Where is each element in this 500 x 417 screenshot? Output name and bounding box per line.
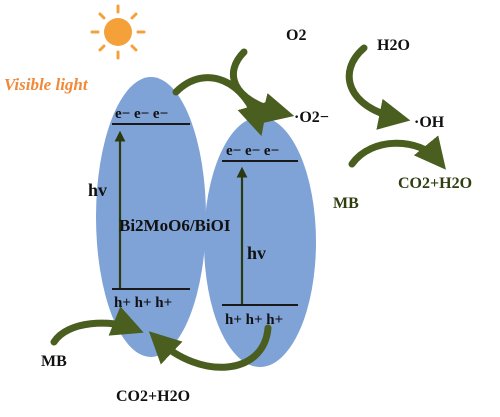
bi2moo6-band-ellipse bbox=[96, 77, 206, 357]
curved-arrow-icon bbox=[345, 44, 411, 130]
hydroxyl-label: ·OH bbox=[414, 114, 445, 131]
curved-arrow-icon bbox=[172, 74, 268, 137]
curved-arrow-icon bbox=[50, 306, 144, 346]
electrons-right: e− e− e− bbox=[226, 143, 279, 159]
band-edge-lines bbox=[112, 123, 298, 306]
electrons-left: e− e− e− bbox=[115, 106, 168, 122]
hv-label-left: hv bbox=[88, 180, 107, 200]
process-arrows bbox=[50, 44, 446, 371]
o2-label: O2 bbox=[286, 27, 306, 44]
curved-arrow-icon bbox=[348, 135, 446, 170]
curved-arrow-icon bbox=[229, 48, 295, 124]
visible-light-label: Visible light bbox=[4, 75, 89, 94]
h2o-label: H2O bbox=[377, 37, 410, 54]
products-label-bottom: CO2+H2O bbox=[116, 388, 190, 405]
catalyst-label: Bi2MoO6/BiOI bbox=[119, 216, 231, 235]
mb-label-top: MB bbox=[333, 195, 359, 212]
products-label-top: CO2+H2O bbox=[398, 175, 472, 192]
superoxide-label: ·O2− bbox=[294, 109, 329, 126]
excitation-arrows bbox=[114, 130, 248, 304]
sun-icon bbox=[90, 4, 146, 60]
holes-right: h+ h+ h+ bbox=[225, 312, 283, 328]
hv-label-right: hv bbox=[247, 243, 266, 263]
curved-arrow-icon bbox=[148, 324, 272, 371]
mb-label-bottom: MB bbox=[41, 353, 67, 370]
holes-left: h+ h+ h+ bbox=[114, 295, 172, 311]
